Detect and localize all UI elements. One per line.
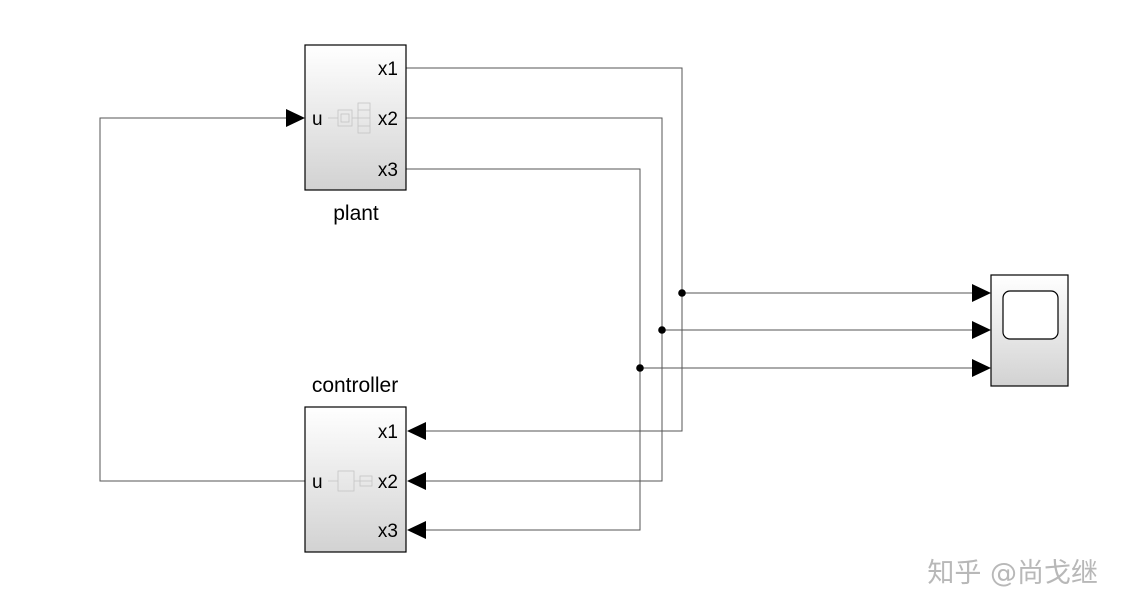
arrow-controller-x1 [407,422,426,440]
plant-output-label-x1: x1 [378,59,398,80]
wire-u[interactable] [99,117,305,482]
controller-output-label-u: u [312,472,323,493]
controller-input-label-x1: x1 [378,422,398,443]
plant-output-label-x2: x2 [378,109,398,130]
scope-screen-icon [1002,290,1059,340]
watermark-text: 知乎 @尚戈继 [927,558,1098,589]
signal-lines [99,67,972,531]
plant-block-body[interactable] [304,44,407,191]
arrow-scope-in1 [972,284,991,302]
subsystem-icon [328,102,371,134]
plant-input-label-u: u [312,109,323,130]
arrowheads [286,109,991,539]
scope-block[interactable] [990,274,1069,387]
arrow-scope-in2 [972,321,991,339]
branch-points [636,289,686,372]
branch-point-x3 [636,364,644,372]
branch-point-x2 [658,326,666,334]
controller-block[interactable]: controller x1 x2 x3 u [304,374,407,553]
wire-x1[interactable] [406,67,683,432]
controller-input-label-x3: x3 [378,521,398,542]
plant-block-name[interactable]: plant [333,202,379,225]
arrow-controller-x2 [407,472,426,490]
arrow-scope-in3 [972,359,991,377]
controller-input-label-x2: x2 [378,472,398,493]
controller-block-name[interactable]: controller [312,374,398,397]
wire-x2[interactable] [406,117,663,482]
subsystem-icon [328,470,373,492]
wire-x3[interactable] [406,168,641,531]
plant-output-label-x3: x3 [378,160,398,181]
controller-block-body[interactable] [304,406,407,553]
plant-block[interactable]: u x1 x2 x3 plant [304,44,407,225]
arrow-plant-u [286,109,305,127]
branch-point-x1 [678,289,686,297]
arrow-controller-x3 [407,521,426,539]
